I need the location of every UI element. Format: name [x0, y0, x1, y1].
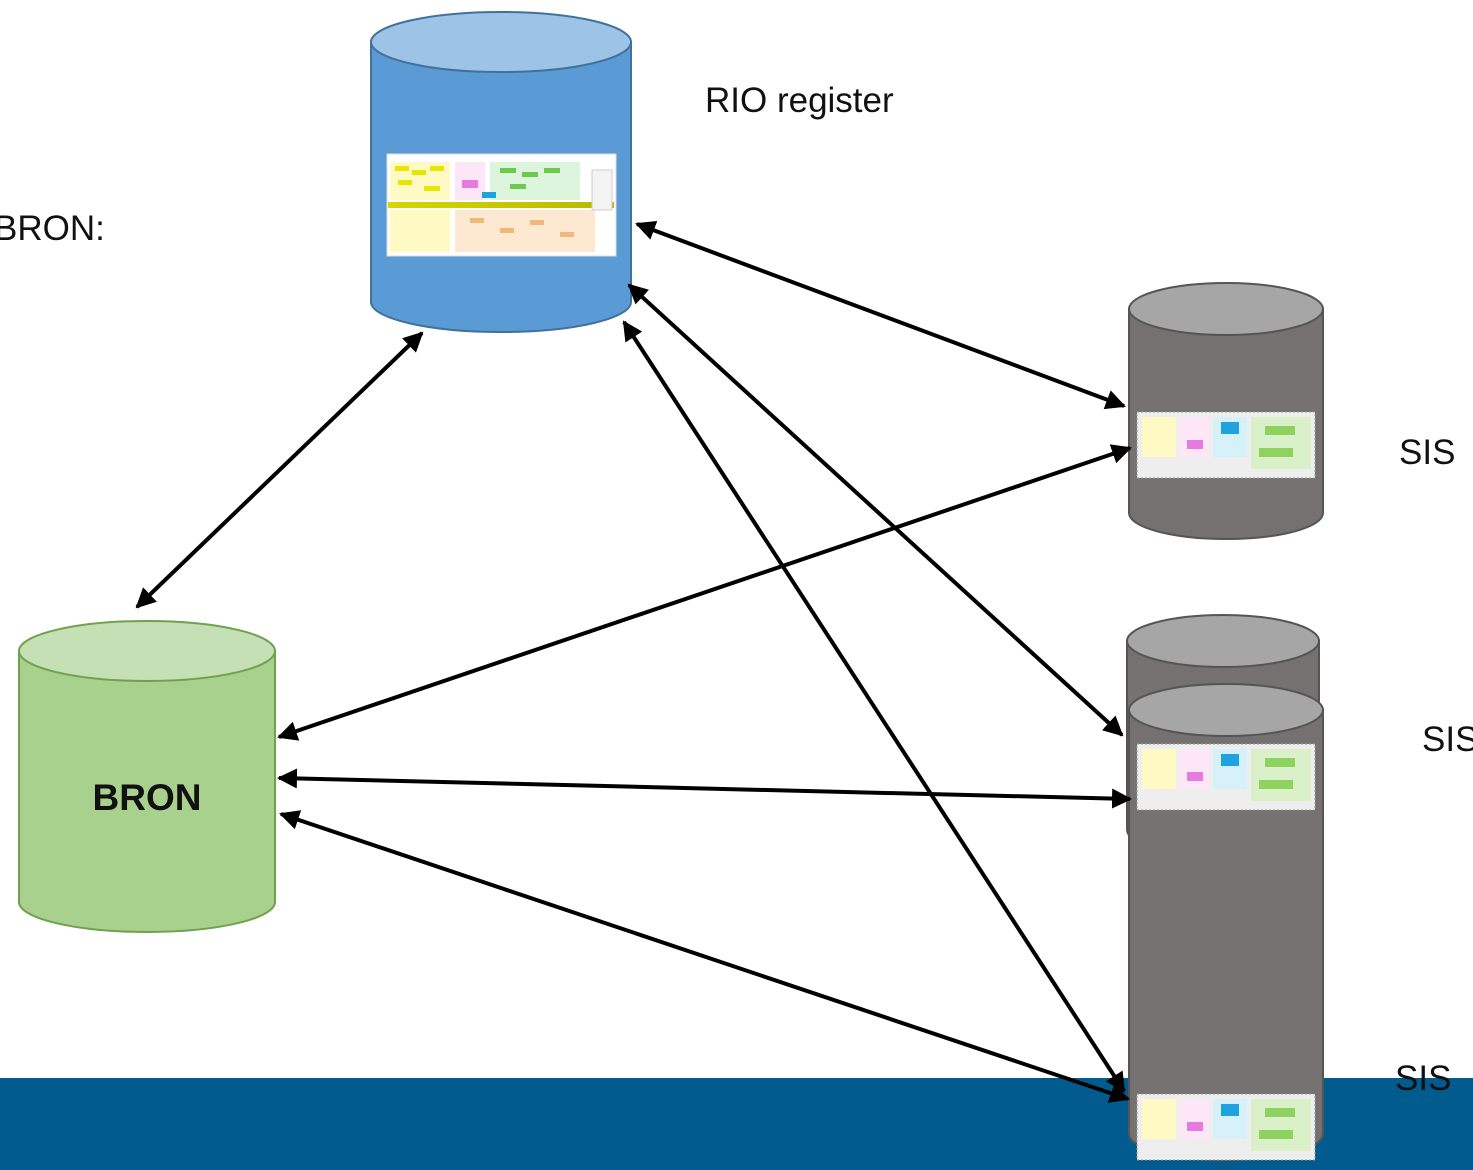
arrow-rio-sis1 [635, 220, 1126, 410]
sis-cylinder-1-top [1128, 282, 1324, 336]
sis-cylinder-3-top [1128, 683, 1324, 737]
sis-cylinder-3 [1128, 683, 1324, 1161]
sis-thumbnail-2 [1136, 743, 1316, 811]
sis-thumbnail-1 [1136, 411, 1316, 479]
bron-side-label: BRON: [0, 209, 105, 248]
rio-cylinder-top [370, 11, 632, 73]
arrow-bron-sis3 [279, 810, 1130, 1103]
bron-cylinder [18, 620, 276, 933]
arrow-rio-sis2 [627, 283, 1124, 737]
rio-model-thumbnail [386, 153, 617, 257]
sis-label-3: SIS [1395, 1059, 1451, 1098]
sis-label-1: SIS [1399, 433, 1455, 472]
arrow-rio-bron [135, 331, 424, 609]
arrow-rio-sis3 [622, 320, 1126, 1093]
arrow-bron-sis2 [277, 768, 1132, 809]
bron-cylinder-top [18, 620, 276, 682]
rio-register-cylinder [370, 11, 632, 333]
arrow-bron-sis1 [277, 444, 1132, 741]
sis-label-2: SIS [1422, 720, 1473, 759]
bron-center-label: BRON [93, 777, 202, 818]
sis-cylinder-2-top [1126, 614, 1320, 668]
arrows [135, 220, 1132, 1103]
sis-thumbnail-3 [1136, 1093, 1316, 1161]
rio-register-label: RIO register [705, 81, 894, 120]
bron-cylinder-body [18, 650, 276, 933]
sis-cylinder-1 [1128, 282, 1324, 540]
